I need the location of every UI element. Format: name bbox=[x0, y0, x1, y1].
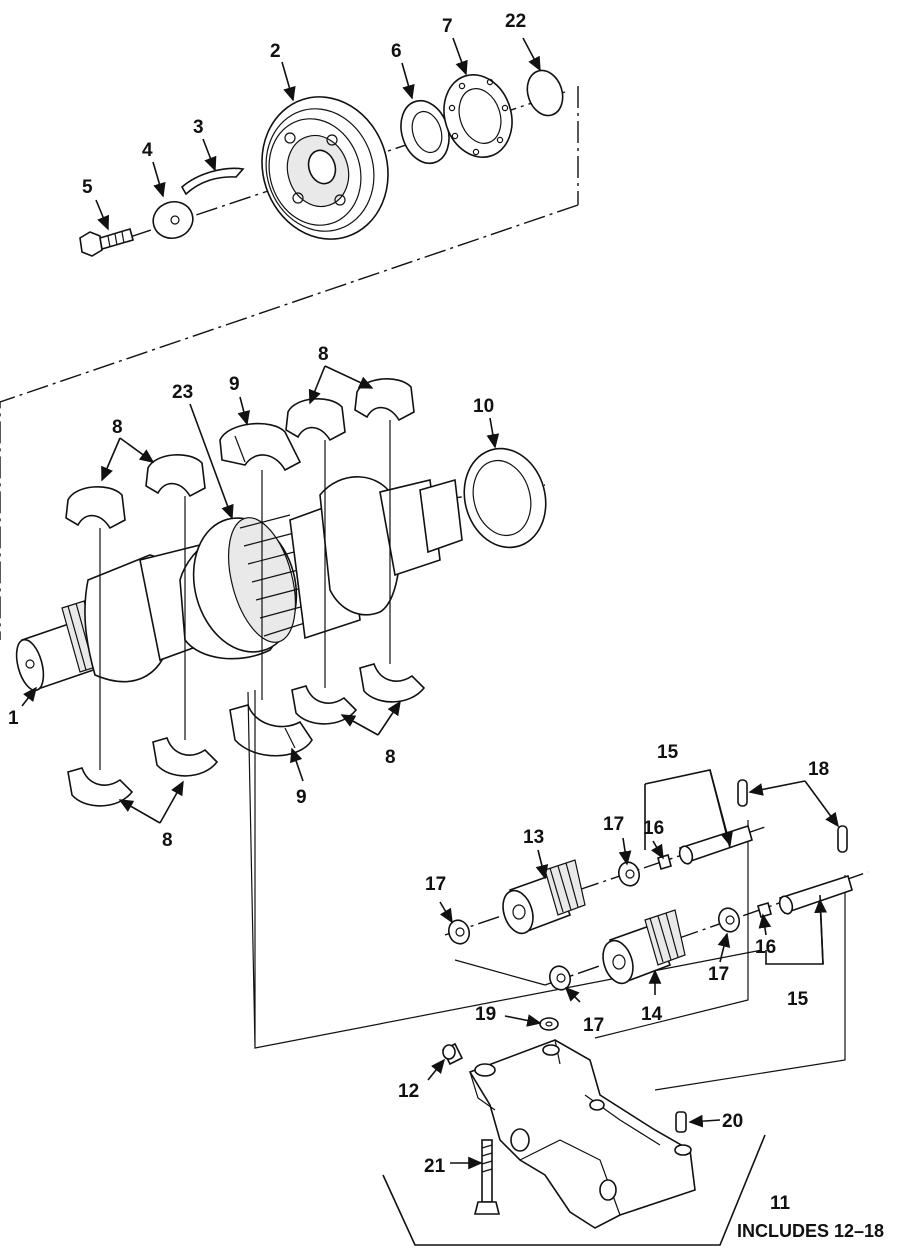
main-bearing-lower-shell-2 bbox=[152, 737, 219, 777]
callout-12: 12 bbox=[398, 1081, 419, 1102]
callout-1: 1 bbox=[8, 708, 19, 729]
callout-18: 18 bbox=[808, 759, 829, 780]
callout-8c: 8 bbox=[385, 747, 396, 768]
lock-washer bbox=[539, 1017, 559, 1031]
callout-6: 6 bbox=[391, 41, 402, 62]
spacer-sleeve-1 bbox=[657, 853, 672, 871]
o-ring bbox=[526, 69, 564, 117]
thrust-bearing-upper-shell bbox=[219, 422, 302, 472]
woodruff-key bbox=[180, 167, 245, 196]
thrust-washer-4 bbox=[717, 907, 741, 933]
main-bearing-lower-shell-1 bbox=[67, 767, 134, 807]
main-bearing-lower-shell-4 bbox=[359, 663, 426, 703]
main-bearing-upper-shell-2 bbox=[145, 453, 206, 498]
leader-lines bbox=[21, 37, 839, 1170]
roll-pin-2 bbox=[837, 825, 848, 853]
callout-3: 3 bbox=[193, 117, 204, 138]
callout-13: 13 bbox=[523, 827, 544, 848]
callout-20: 20 bbox=[722, 1111, 743, 1132]
callout-22: 22 bbox=[505, 11, 526, 32]
thrust-washer-1 bbox=[447, 919, 471, 945]
front-oil-seal bbox=[400, 99, 450, 165]
includes-note: INCLUDES 12–18 bbox=[737, 1221, 884, 1241]
callout-17d: 17 bbox=[583, 1015, 604, 1036]
callout-10: 10 bbox=[473, 396, 494, 417]
main-bearing-upper-shell-1 bbox=[65, 485, 126, 530]
balancer-gear-14 bbox=[602, 909, 686, 985]
callout-5: 5 bbox=[82, 177, 93, 198]
pulley-washer bbox=[152, 200, 194, 240]
callout-9a: 9 bbox=[229, 374, 240, 395]
pump-assembly-bracket bbox=[247, 690, 763, 1049]
callout-2: 2 bbox=[270, 41, 281, 62]
pulley-bolt bbox=[79, 227, 134, 257]
callout-8d: 8 bbox=[162, 830, 173, 851]
balancer-housing bbox=[468, 1039, 696, 1229]
callout-23: 23 bbox=[172, 382, 193, 403]
callout-14: 14 bbox=[641, 1004, 663, 1025]
spacer-sleeve-2 bbox=[757, 901, 772, 919]
callout-11: 11 bbox=[770, 1193, 791, 1214]
callout-15b: 15 bbox=[787, 989, 809, 1010]
roll-pin-1 bbox=[737, 779, 748, 807]
dowel-pin bbox=[675, 1111, 687, 1133]
thrust-washer-3 bbox=[548, 965, 572, 991]
set-screw bbox=[441, 1042, 464, 1066]
callout-17c: 17 bbox=[708, 964, 729, 985]
callout-4: 4 bbox=[142, 140, 153, 161]
callout-16b: 16 bbox=[755, 937, 776, 958]
callout-16a: 16 bbox=[643, 818, 664, 839]
balancer-gear-13 bbox=[502, 859, 586, 935]
balancer-shaft-2 bbox=[778, 874, 853, 915]
callout-8b: 8 bbox=[318, 344, 329, 365]
callout-19: 19 bbox=[475, 1004, 496, 1025]
callout-labels: 5 4 3 2 6 7 22 8 23 9 8 10 1 8 9 8 15 18… bbox=[8, 11, 884, 1241]
callout-21: 21 bbox=[424, 1156, 446, 1177]
balancer-shaft-1 bbox=[678, 824, 753, 865]
seal-retainer-plate bbox=[443, 73, 513, 159]
callout-7: 7 bbox=[442, 16, 453, 37]
main-bearing-lower-shell-3 bbox=[291, 685, 358, 725]
crankshaft-pulley bbox=[261, 96, 389, 240]
housing-bolt bbox=[473, 1139, 501, 1215]
callout-17a: 17 bbox=[603, 814, 624, 835]
rear-oil-seal bbox=[463, 447, 547, 549]
callout-15a: 15 bbox=[657, 742, 679, 763]
main-bearing-upper-shell-3 bbox=[285, 397, 346, 442]
callout-8a: 8 bbox=[112, 417, 123, 438]
thrust-washer-2 bbox=[617, 861, 641, 887]
callout-17b: 17 bbox=[425, 874, 446, 895]
thrust-bearing-lower-shell bbox=[229, 704, 313, 757]
callout-9b: 9 bbox=[296, 787, 307, 808]
balancer-bracket bbox=[454, 820, 846, 1091]
bearing-alignment-lines bbox=[99, 420, 391, 770]
includes-bracket bbox=[382, 1134, 766, 1246]
